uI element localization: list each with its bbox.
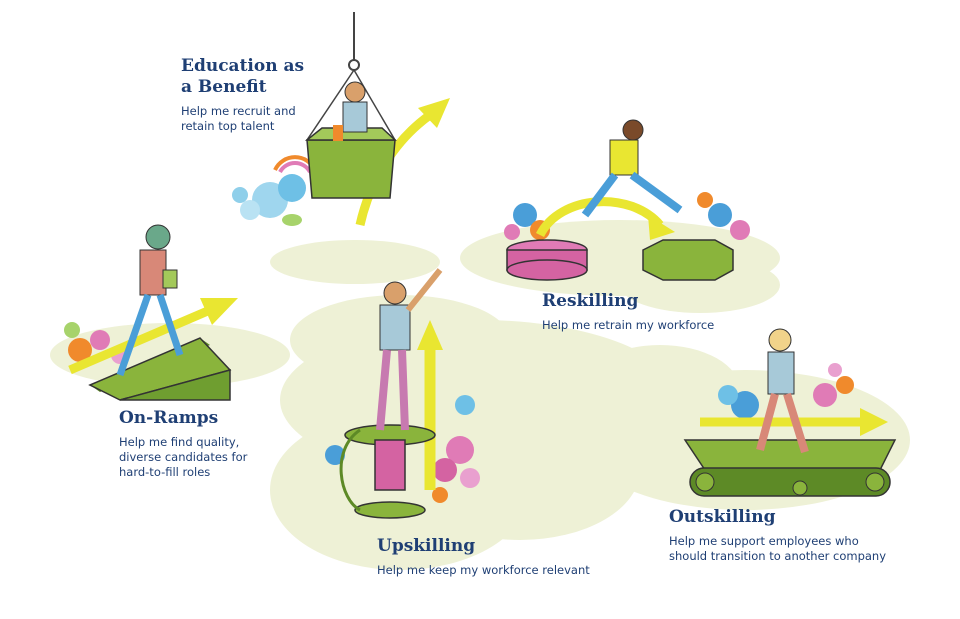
card-description: Help me recruit and retain top talent [181, 104, 296, 133]
education-illustration [232, 12, 450, 226]
card-onramps: On-Ramps Help me find quality, diverse c… [119, 408, 269, 480]
outskilling-illustration [683, 328, 897, 497]
upskilling-illustration [325, 268, 480, 519]
card-title: Education as a Benefit [181, 56, 305, 97]
reskilling-illustration [504, 119, 750, 281]
card-title: Upskilling [377, 536, 476, 556]
onramps-bubbles [64, 322, 129, 364]
card-description: Help me keep my workforce relevant [377, 563, 590, 577]
card-reskilling: Reskilling Help me retrain my workforce [542, 291, 742, 333]
card-outskilling: Outskilling Help me support employees wh… [669, 507, 889, 564]
card-title: Reskilling [542, 291, 639, 311]
card-description: Help me retrain my workforce [542, 318, 715, 332]
balloon-bubbles [232, 155, 317, 226]
card-description: Help me support employees who should tra… [669, 534, 887, 563]
outskilling-bubbles [718, 363, 854, 419]
card-education: Education as a Benefit Help me recruit a… [181, 56, 331, 134]
card-upskilling: Upskilling Help me keep my workforce rel… [377, 536, 617, 578]
upskilling-bubbles [325, 395, 480, 503]
card-title: On-Ramps [119, 408, 219, 428]
onramps-illustration [64, 224, 238, 401]
card-title: Outskilling [669, 507, 776, 527]
card-description: Help me find quality, diverse candidates… [119, 435, 248, 479]
